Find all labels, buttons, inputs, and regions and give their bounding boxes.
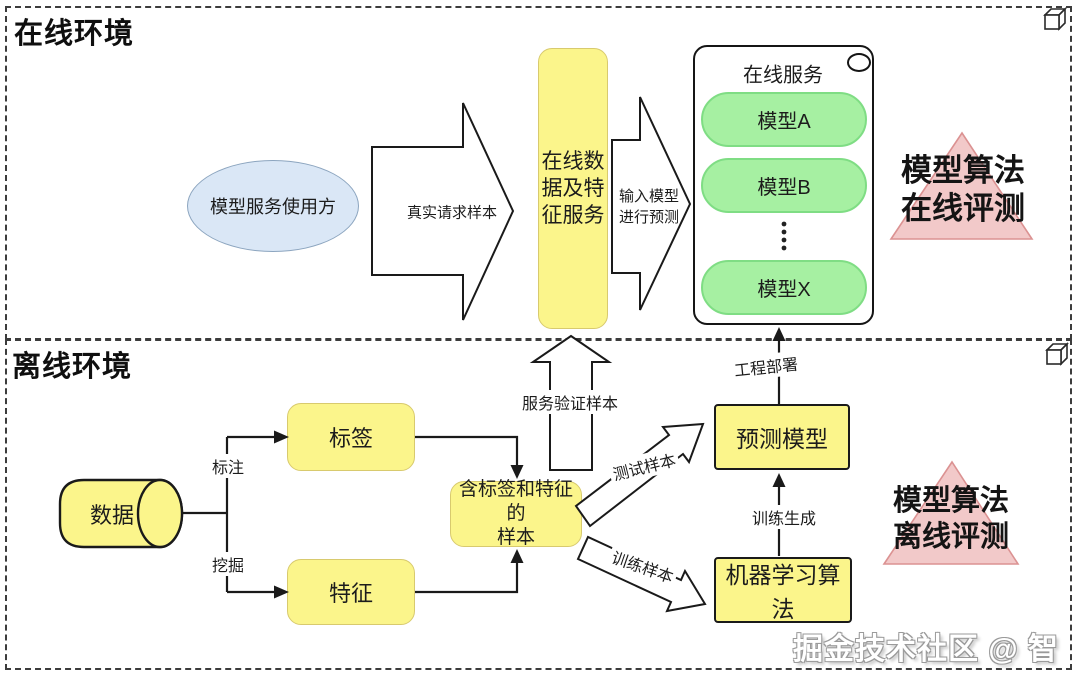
label-box: 标签 xyxy=(287,403,415,471)
online-service-title: 在线服务 xyxy=(743,64,823,87)
ml-algorithm-label: 机器学习算法 xyxy=(725,562,841,622)
model-service-consumer-ellipse: 模型服务使用方 xyxy=(187,160,359,252)
label-box-text: 标签 xyxy=(328,426,373,451)
model-b-label: 模型B xyxy=(757,177,811,199)
sample-box-text: 含标签和特征的 样本 xyxy=(451,478,581,550)
online-eval-text: 模型算法 在线评测 xyxy=(880,152,1046,228)
online-section-title: 在线环境 xyxy=(14,18,135,50)
train-generate-label: 训练生成 xyxy=(748,505,820,529)
feature-service-text: 在线数 据及特 征服务 xyxy=(542,148,605,229)
verify-arrow-label: 服务验证样本 xyxy=(518,390,622,414)
model-b-pill: 模型B xyxy=(701,158,867,213)
offline-eval-line2: 离线评测 xyxy=(892,521,1009,553)
offline-eval-text: 模型算法 离线评测 xyxy=(870,483,1032,555)
feature-service-line1: 在线数 xyxy=(541,150,605,173)
feature-box: 特征 xyxy=(287,559,415,625)
model-x-label: 模型X xyxy=(757,279,811,301)
feature-box-text: 特征 xyxy=(328,581,373,606)
predict-model-label: 预测模型 xyxy=(736,426,828,452)
predict-model-box: 预测模型 xyxy=(714,404,850,470)
online-eval-line1: 模型算法 xyxy=(901,153,1025,188)
model-a-label: 模型A xyxy=(757,111,811,133)
model-x-pill: 模型X xyxy=(701,260,867,315)
model-a-pill: 模型A xyxy=(701,92,867,147)
sample-box-line2: 样本 xyxy=(496,527,535,548)
sample-box-line1: 含标签和特征的 xyxy=(458,479,573,524)
feature-service-line3: 征服务 xyxy=(541,204,605,227)
ml-algorithm-box: 机器学习算法 xyxy=(714,557,852,623)
input-arrow-label: 输入模型 进行预测 xyxy=(619,186,679,228)
input-arrow-line2: 进行预测 xyxy=(618,209,680,226)
online-eval-line2: 在线评测 xyxy=(901,191,1025,226)
input-arrow-line1: 输入模型 xyxy=(618,188,680,205)
annotate-label: 标注 xyxy=(208,454,248,478)
mine-label: 挖掘 xyxy=(208,552,248,576)
card-ellipse-icon xyxy=(847,53,871,72)
online-feature-service-box: 在线数 据及特 征服务 xyxy=(538,48,608,329)
offline-section-title: 离线环境 xyxy=(12,351,133,383)
labeled-feature-sample-box: 含标签和特征的 样本 xyxy=(450,478,582,550)
consumer-label: 模型服务使用方 xyxy=(210,197,336,217)
feature-service-line2: 据及特 xyxy=(541,177,605,200)
watermark-text: 掘金技术社区 @ 智泊AI xyxy=(793,633,1059,666)
request-arrow-label: 真实请求样本 xyxy=(406,204,498,222)
offline-eval-line1: 模型算法 xyxy=(892,485,1009,517)
data-store-label: 数据 xyxy=(89,503,135,528)
